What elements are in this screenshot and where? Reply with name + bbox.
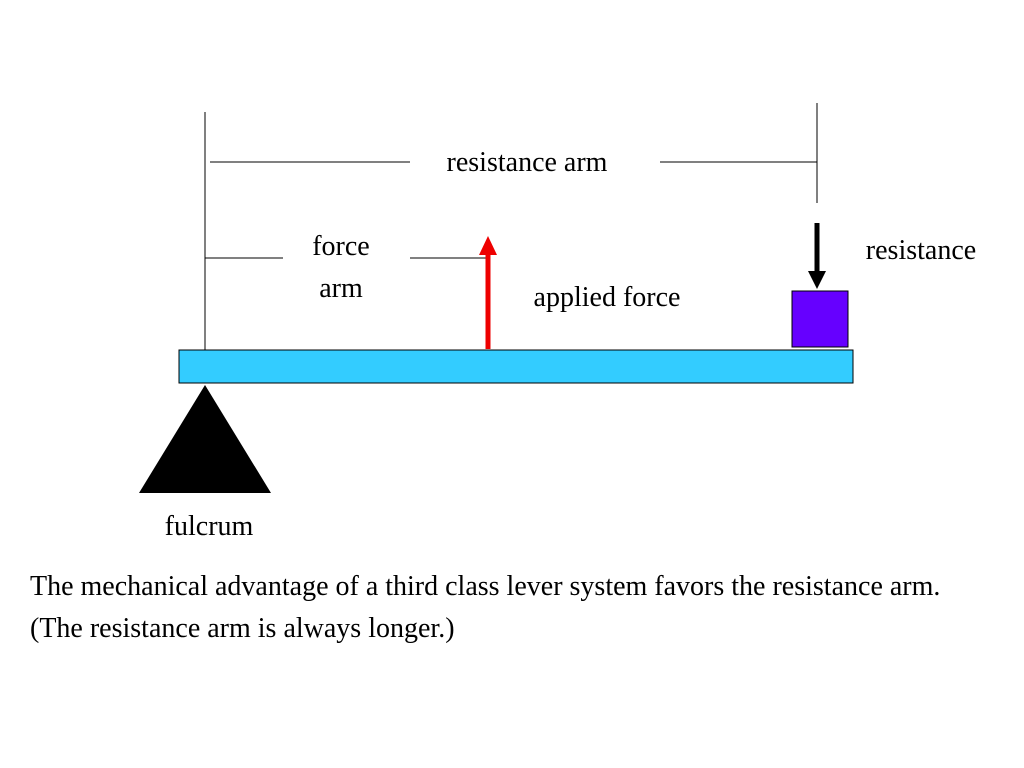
resistance-label: resistance bbox=[866, 235, 976, 266]
caption-text: The mechanical advantage of a third clas… bbox=[30, 571, 941, 644]
fulcrum-label: fulcrum bbox=[165, 511, 254, 542]
applied-force-label: applied force bbox=[534, 282, 681, 313]
lever-bar bbox=[178, 349, 854, 384]
resistance-block bbox=[791, 290, 849, 348]
force-arm-label-line1: force bbox=[312, 231, 370, 262]
fulcrum-triangle bbox=[139, 385, 271, 493]
resistance-arm-label: resistance arm bbox=[447, 147, 608, 178]
applied-force-arrow-head bbox=[479, 236, 497, 255]
resistance-arrow-head bbox=[808, 271, 826, 289]
force-arm-label-line2: arm bbox=[319, 273, 363, 304]
